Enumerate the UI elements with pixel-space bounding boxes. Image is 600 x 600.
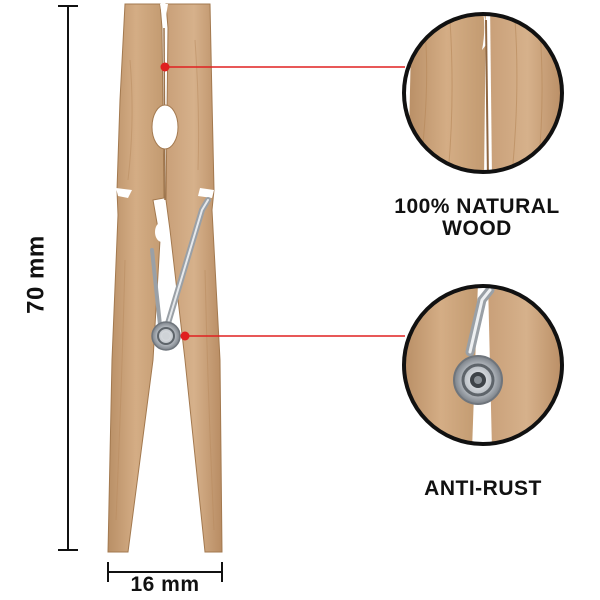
anti-rust-label: ANTI-RUST [424, 477, 542, 500]
right-jaw [165, 3, 223, 553]
zoom-spring-detail [402, 284, 564, 446]
width-dimension [107, 562, 223, 582]
natural-wood-label: 100% NATURAL WOOD [394, 195, 560, 241]
left-jaw [107, 3, 165, 553]
clothespin [107, 3, 223, 553]
pointer-wood [160, 62, 405, 72]
height-label: 70 mm [22, 235, 50, 314]
pointer-spring [180, 331, 405, 341]
pivot-hole [151, 104, 179, 150]
zoom-wood-detail [402, 12, 564, 174]
height-dimension [58, 5, 78, 551]
width-label: 16 mm [130, 573, 200, 596]
